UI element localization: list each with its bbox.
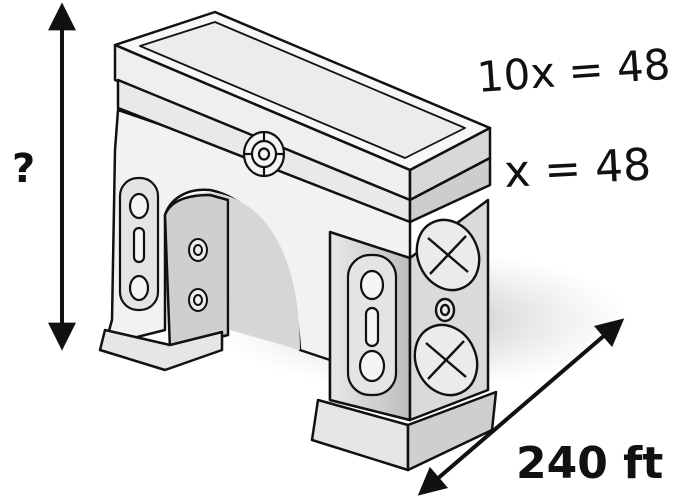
left-ornament-panel xyxy=(118,176,160,312)
left-base xyxy=(98,328,224,372)
arch-inner-jamb xyxy=(163,193,230,352)
right-base-side xyxy=(406,390,498,472)
side-ornaments xyxy=(413,218,481,397)
width-label: 240 ft xyxy=(516,438,663,489)
arch-opening xyxy=(165,192,300,350)
right-ornament-panel xyxy=(346,253,398,397)
entablature-side xyxy=(408,156,492,224)
top-slab-inset xyxy=(139,21,466,159)
width-arrow xyxy=(417,318,625,496)
height-label: ? xyxy=(12,146,35,192)
equation-line-2: x = 48 xyxy=(503,139,652,198)
jamb-rings xyxy=(188,238,208,312)
equation-line-1: 10x = 48 xyxy=(475,40,672,102)
medallion xyxy=(242,130,286,178)
